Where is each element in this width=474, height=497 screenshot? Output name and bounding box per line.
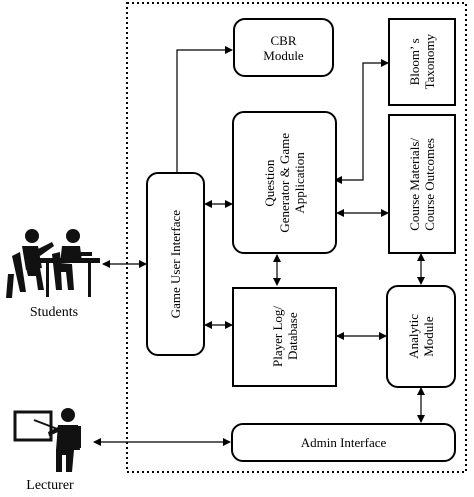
arrow-gui-to-cbr — [176, 46, 233, 172]
students-icon — [6, 229, 100, 298]
cbr-module-box: CBR Module — [233, 18, 334, 77]
blooms-taxonomy-box: Bloom’ s Taxonomy — [388, 18, 456, 106]
player-log-database-label: Player Log/ Database — [269, 306, 300, 368]
game-user-interface-box: Game User Interface — [146, 172, 205, 356]
blooms-taxonomy-label: Bloom’ s Taxonomy — [407, 34, 437, 90]
cbr-module-label: CBR Module — [263, 32, 304, 63]
question-generator-label: Question Generator & Game Application — [262, 132, 307, 233]
game-user-interface-label: Game User Interface — [168, 209, 183, 319]
admin-interface-label: Admin Interface — [300, 435, 387, 450]
admin-interface-box: Admin Interface — [231, 423, 456, 462]
students-label: Students — [29, 305, 79, 320]
lecturer-label: Lecturer — [26, 478, 74, 493]
course-materials-label: Course Materials/ Course Outcomes — [407, 137, 437, 231]
system-boundary — [126, 2, 467, 473]
lecturer-icon — [13, 408, 81, 472]
analytic-module-label: Analytic Module — [406, 314, 436, 359]
question-generator-box: Question Generator & Game Application — [232, 111, 337, 254]
course-materials-box: Course Materials/ Course Outcomes — [388, 114, 456, 254]
player-log-database-box: Player Log/ Database — [232, 287, 337, 387]
analytic-module-box: Analytic Module — [386, 285, 456, 388]
arrow-blooms-question — [334, 59, 389, 184]
